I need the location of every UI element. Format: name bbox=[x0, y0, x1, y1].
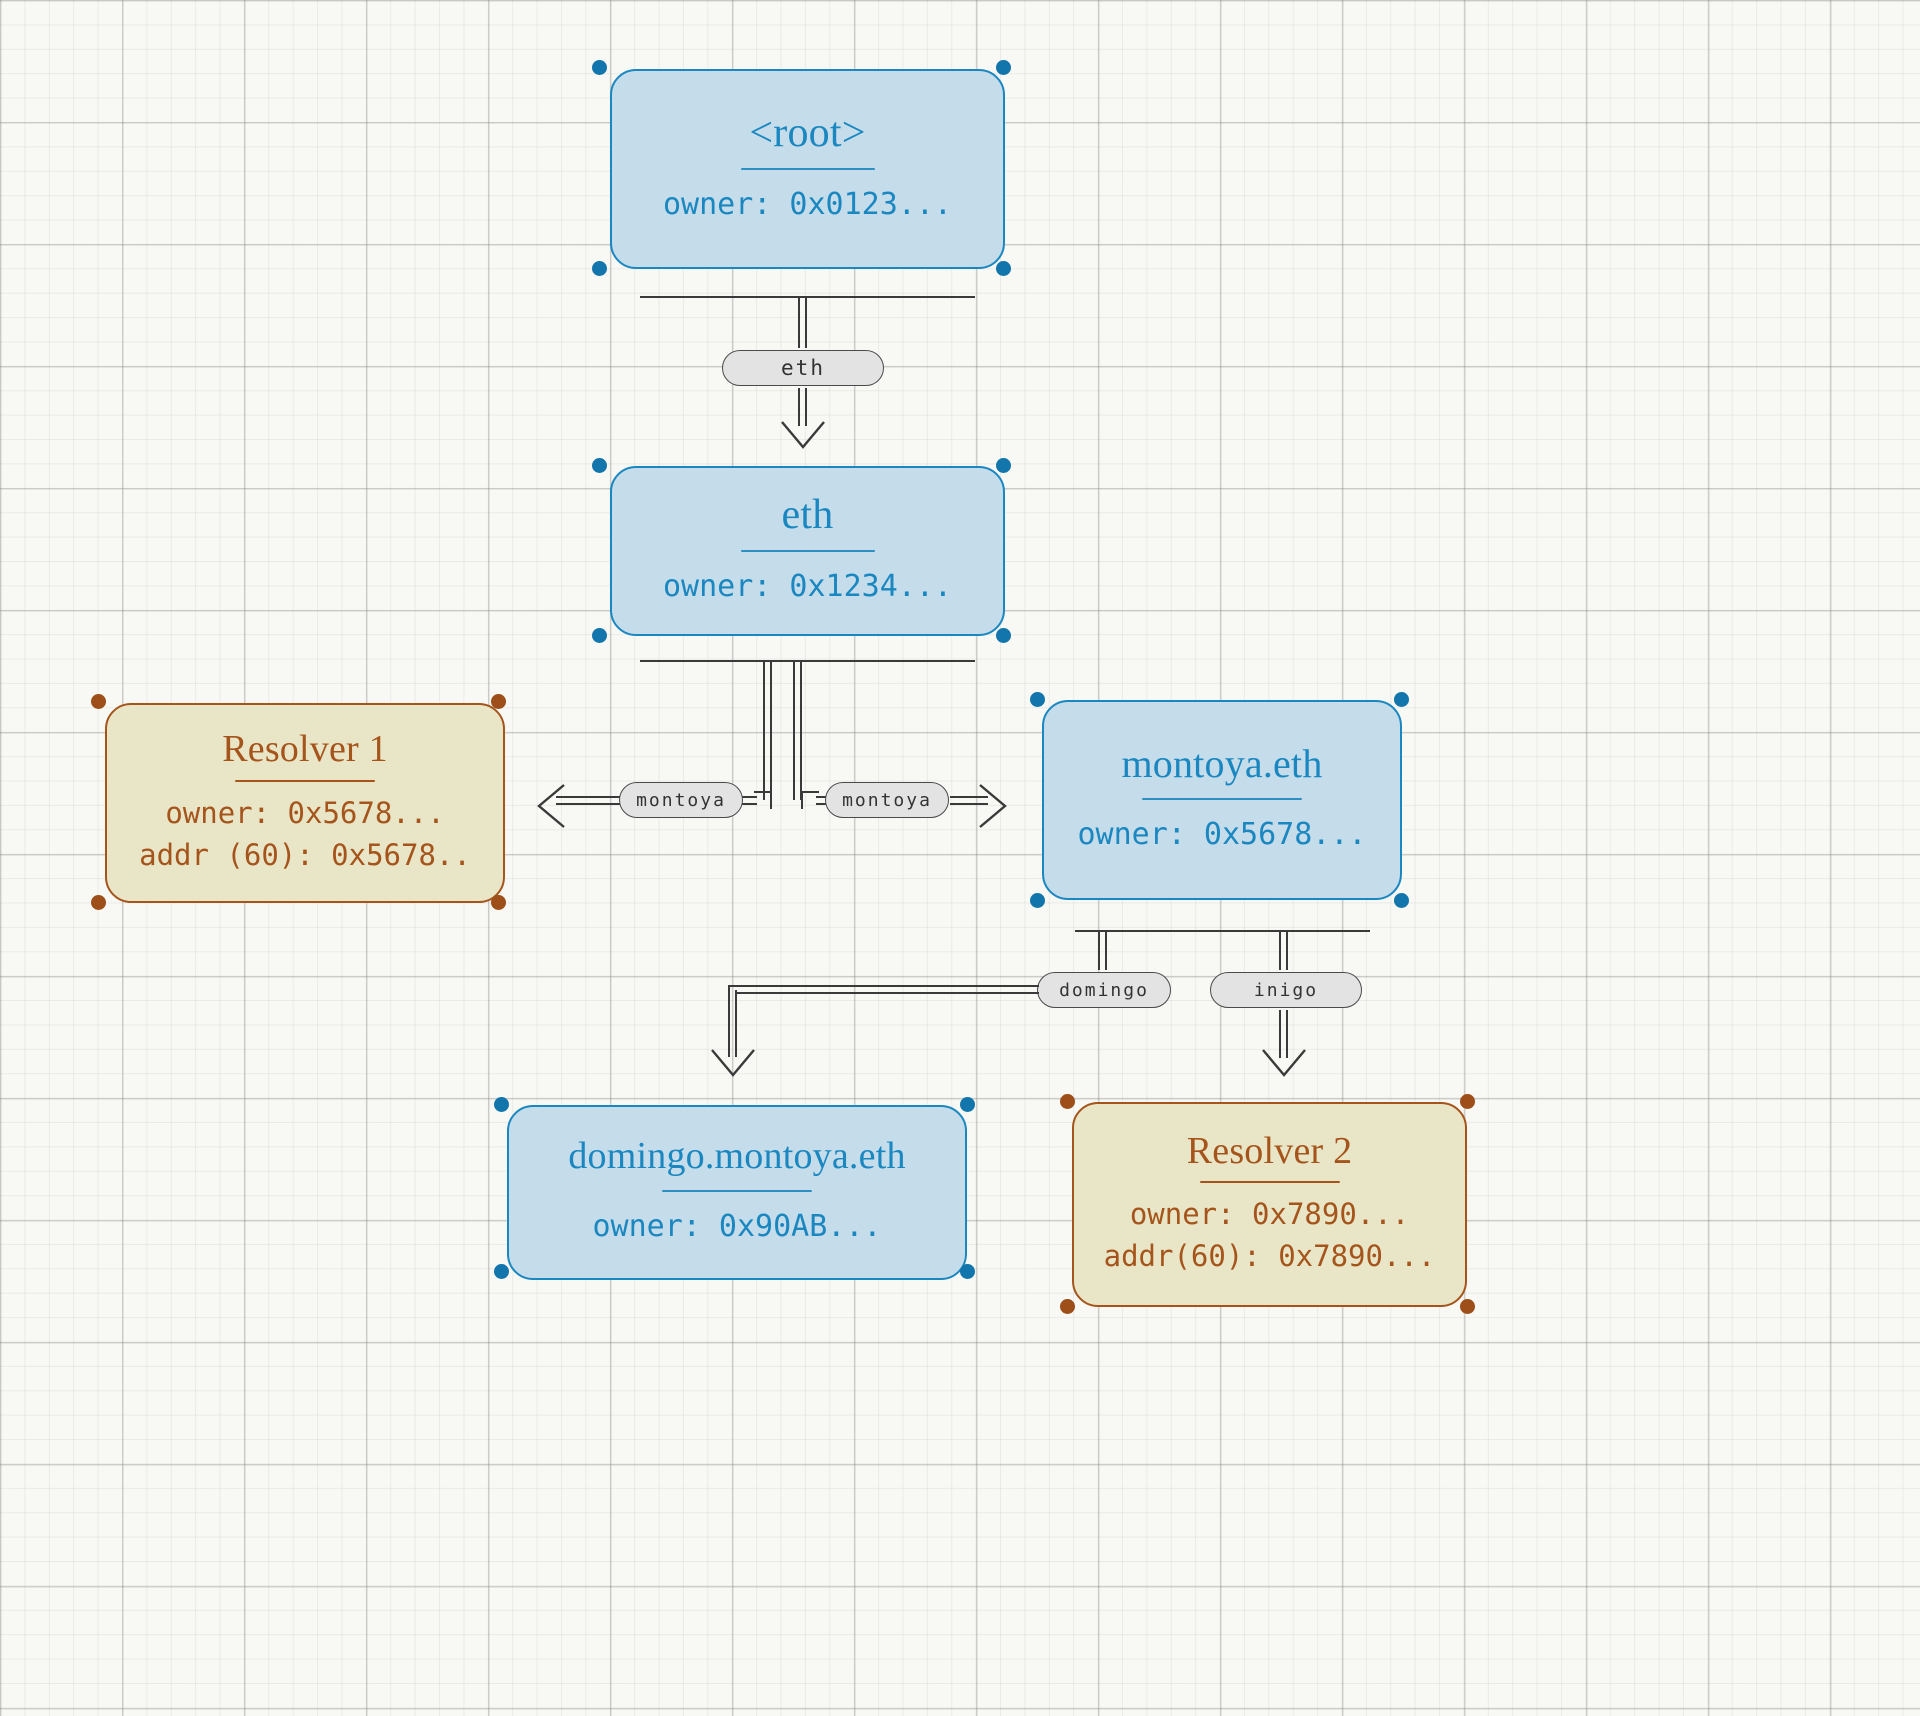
edge-label-montoya-left-text: montoya bbox=[636, 789, 726, 811]
resize-handle-root-tl[interactable] bbox=[592, 60, 607, 75]
node-montoya-eth-title: montoya.eth bbox=[1121, 741, 1323, 787]
node-root-title: <root> bbox=[749, 110, 866, 157]
resize-handle-eth-br[interactable] bbox=[996, 628, 1011, 643]
node-domingo-montoya-eth[interactable]: domingo.montoya.eth owner: 0x90AB... bbox=[507, 1105, 967, 1280]
resize-handle-montoya-tr[interactable] bbox=[1394, 692, 1409, 707]
node-resolver2-addr: addr(60): 0x7890... bbox=[1103, 1239, 1436, 1274]
resize-handle-domingo-tl[interactable] bbox=[494, 1097, 509, 1112]
edge-montoya-arrowhead bbox=[979, 784, 1007, 828]
node-eth-title: eth bbox=[781, 492, 834, 539]
node-resolver1-owner: owner: 0x5678... bbox=[165, 795, 445, 830]
resize-handle-montoya-tl[interactable] bbox=[1030, 692, 1045, 707]
edge-resolver1-arrowhead bbox=[537, 784, 565, 828]
edge-montoya-run bbox=[950, 796, 988, 805]
edge-montoya-children-busbar bbox=[1075, 930, 1370, 932]
edge-resolver1-run bbox=[556, 796, 620, 805]
edge-label-montoya-right-text: montoya bbox=[842, 789, 932, 811]
resize-handle-eth-tl[interactable] bbox=[592, 458, 607, 473]
resize-handle-domingo-br[interactable] bbox=[960, 1264, 975, 1279]
edge-inigo-arrowhead bbox=[1262, 1049, 1306, 1077]
edge-label-inigo-text: inigo bbox=[1253, 979, 1319, 1001]
edge-domingo-arrowhead bbox=[711, 1049, 755, 1077]
node-resolver2-title: Resolver 2 bbox=[1186, 1129, 1353, 1172]
edge-resolver-elbow bbox=[754, 791, 772, 809]
resize-handle-montoya-bl[interactable] bbox=[1030, 893, 1045, 908]
edge-eth-resolver-stem bbox=[763, 660, 772, 800]
edge-domingo-run-vertical bbox=[728, 990, 737, 1057]
node-resolver1[interactable]: Resolver 1 owner: 0x5678... addr (60): 0… bbox=[105, 703, 505, 903]
edge-inigo-run-vertical bbox=[1279, 1010, 1288, 1058]
edge-label-montoya-right[interactable]: montoya bbox=[825, 782, 949, 818]
resize-handle-root-tr[interactable] bbox=[996, 60, 1011, 75]
node-resolver2[interactable]: Resolver 2 owner: 0x7890... addr(60): 0x… bbox=[1072, 1102, 1467, 1307]
node-eth[interactable]: eth owner: 0x1234... bbox=[610, 466, 1005, 636]
resize-handle-root-bl[interactable] bbox=[592, 261, 607, 276]
edge-inigo-stem bbox=[1279, 930, 1288, 970]
edge-domingo-run-horizontal bbox=[737, 985, 1039, 994]
resize-handle-resolver2-bl[interactable] bbox=[1060, 1299, 1075, 1314]
edge-label-montoya-left[interactable]: montoya bbox=[619, 782, 743, 818]
resize-handle-domingo-bl[interactable] bbox=[494, 1264, 509, 1279]
edge-eth-children-busbar bbox=[640, 660, 975, 662]
edge-montoya-elbow bbox=[801, 791, 819, 809]
resize-handle-resolver1-tl[interactable] bbox=[91, 694, 106, 709]
node-root-owner: owner: 0x0123... bbox=[663, 187, 952, 223]
edge-root-eth-stem-top bbox=[798, 296, 807, 348]
edge-label-inigo[interactable]: inigo bbox=[1210, 972, 1362, 1008]
node-montoya-eth-divider bbox=[1142, 798, 1302, 801]
edge-label-eth[interactable]: eth bbox=[722, 350, 884, 386]
node-root[interactable]: <root> owner: 0x0123... bbox=[610, 69, 1005, 269]
node-resolver2-divider bbox=[1199, 1181, 1340, 1184]
node-montoya-eth[interactable]: montoya.eth owner: 0x5678... bbox=[1042, 700, 1402, 900]
resize-handle-eth-bl[interactable] bbox=[592, 628, 607, 643]
node-resolver2-owner: owner: 0x7890... bbox=[1129, 1197, 1410, 1232]
edge-root-eth-arrowhead bbox=[781, 421, 825, 449]
edge-resolver-run-left bbox=[737, 796, 757, 805]
resize-handle-resolver2-br[interactable] bbox=[1460, 1299, 1475, 1314]
edge-label-eth-text: eth bbox=[781, 356, 825, 380]
node-domingo-owner: owner: 0x90AB... bbox=[592, 1208, 882, 1244]
resize-handle-resolver2-tl[interactable] bbox=[1060, 1094, 1075, 1109]
resize-handle-resolver1-tr[interactable] bbox=[491, 694, 506, 709]
edge-label-domingo-text: domingo bbox=[1059, 979, 1149, 1001]
edge-eth-montoya-stem bbox=[793, 660, 802, 800]
resize-handle-resolver1-bl[interactable] bbox=[91, 895, 106, 910]
node-root-divider bbox=[740, 168, 875, 171]
node-eth-owner: owner: 0x1234... bbox=[663, 569, 952, 605]
node-resolver1-title: Resolver 1 bbox=[222, 728, 388, 770]
resize-handle-resolver2-tr[interactable] bbox=[1460, 1094, 1475, 1109]
node-montoya-eth-owner: owner: 0x5678... bbox=[1077, 817, 1367, 853]
edge-root-eth-stem-bottom bbox=[798, 388, 807, 426]
resize-handle-eth-tr[interactable] bbox=[996, 458, 1011, 473]
node-resolver1-divider bbox=[235, 779, 375, 782]
node-domingo-divider bbox=[662, 1189, 812, 1192]
node-domingo-title: domingo.montoya.eth bbox=[568, 1134, 906, 1177]
node-resolver1-addr: addr (60): 0x5678.. bbox=[139, 837, 471, 872]
edge-root-eth-busbar bbox=[640, 296, 975, 298]
edge-domingo-stem bbox=[1098, 930, 1107, 970]
resize-handle-domingo-tr[interactable] bbox=[960, 1097, 975, 1112]
resize-handle-resolver1-br[interactable] bbox=[491, 895, 506, 910]
resize-handle-montoya-br[interactable] bbox=[1394, 893, 1409, 908]
node-eth-divider bbox=[740, 550, 875, 553]
edge-label-domingo[interactable]: domingo bbox=[1037, 972, 1171, 1008]
resize-handle-root-br[interactable] bbox=[996, 261, 1011, 276]
